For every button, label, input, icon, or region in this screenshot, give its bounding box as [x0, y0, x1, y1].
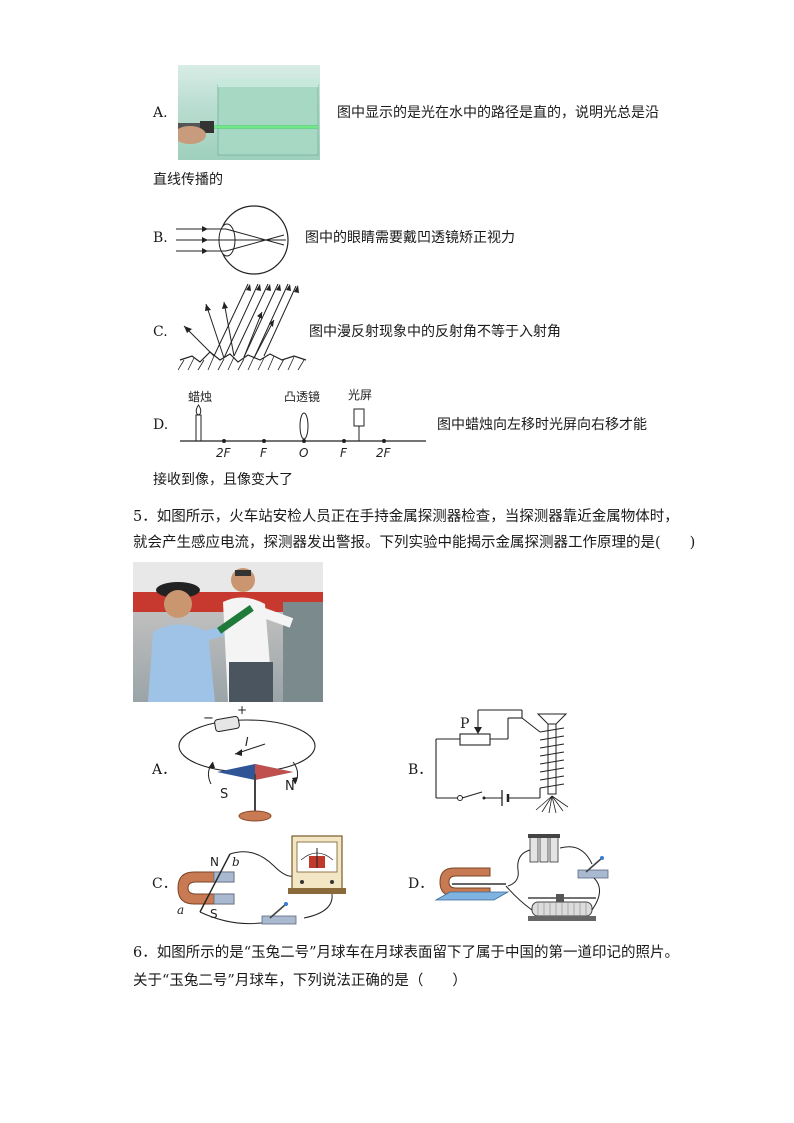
slider-p-label: P [460, 716, 469, 732]
candle-icon [195, 404, 202, 442]
lens-label: 凸透镜 [284, 389, 320, 404]
battery-minus-label: − [203, 711, 214, 726]
q5-stem-line-2: 就会产生感应电流，探测器发出警报。下列实验中能揭示金属探测器工作原理的是( ) [133, 535, 696, 551]
wire-a-label: a [177, 903, 184, 917]
candle-label: 蜡烛 [188, 390, 212, 404]
battery-pack-icon [528, 834, 560, 863]
tick-label: O [299, 446, 308, 460]
induction-galvanometer-diagram: N S a b [177, 835, 346, 925]
switch-icon [577, 856, 609, 879]
north-pole-label: N [285, 779, 295, 794]
q4-option-a-text-cont: 直线传播的 [153, 172, 223, 188]
q4-option-c-text: 图中漫反射现象中的反射角不等于入射角 [309, 324, 561, 340]
q6-stem-line-2: 关于“玉兔二号”月球车，下列说法正确的是（ ） [133, 973, 467, 989]
tick-label: 2F [216, 446, 232, 460]
q4-option-d-text-cont: 接收到像，且像变大了 [153, 472, 293, 488]
convex-lens-icon [299, 412, 309, 440]
water-tank-laser-illustration [178, 79, 319, 156]
diffuse-reflection-diagram [178, 283, 307, 371]
q4-option-b-text: 图中的眼睛需要戴凹透镜矫正视力 [305, 230, 515, 246]
switch-icon [261, 902, 297, 925]
rheostat-icon [528, 894, 596, 921]
security-check-photo [133, 562, 323, 702]
q4-option-d-text: 图中蜡烛向左移时光屏向右移才能 [437, 417, 647, 433]
q6-stem-line-1: 6．如图所示的是“玉兔二号”月球车在月球表面留下了属于中国的第一道印记的照片。 [133, 945, 680, 961]
q5-option-d-letter: D． [408, 876, 434, 892]
tick-label: F [260, 446, 268, 460]
q4-option-b-letter: B. [153, 230, 168, 246]
magnet-n-label: N [210, 855, 219, 869]
wire-b-label: b [232, 855, 240, 869]
q5-stem-line-1: 5．如图所示，火车站安检人员正在手持金属探测器检查，当探测器靠近金属物体时， [133, 509, 679, 525]
eye-diagram [176, 205, 289, 275]
q4-option-d-letter: D. [153, 417, 169, 433]
magnet-battery-rheostat-diagram [434, 834, 609, 921]
security-check-illustration [133, 562, 323, 702]
screen-label: 光屏 [348, 388, 372, 402]
light-screen-icon [353, 408, 365, 441]
battery-plus-label: + [237, 706, 247, 717]
q4-option-c-letter: C. [153, 324, 168, 340]
water-tank-laser-photo [178, 65, 320, 160]
q5-option-b-letter: B． [408, 762, 433, 778]
current-label: I [245, 735, 249, 749]
galvanometer-icon [288, 835, 346, 894]
q4-option-a-text: 图中显示的是光在水中的路径是直的，说明光总是沿 [337, 105, 659, 121]
q5-option-c-letter: C． [152, 876, 177, 892]
tick-label: F [340, 446, 348, 460]
electromagnet-circuit-diagram: P [435, 709, 569, 814]
oersted-experiment-diagram: − + I S N [178, 706, 316, 822]
south-pole-label: S [220, 787, 228, 802]
optical-bench-diagram: 蜡烛 凸透镜 光屏 2F F O F 2F [180, 388, 426, 460]
q5-option-a-letter: A． [152, 762, 177, 778]
magnet-s-label: S [210, 907, 218, 921]
tick-label: 2F [376, 446, 392, 460]
q4-option-a-letter: A. [153, 105, 168, 121]
